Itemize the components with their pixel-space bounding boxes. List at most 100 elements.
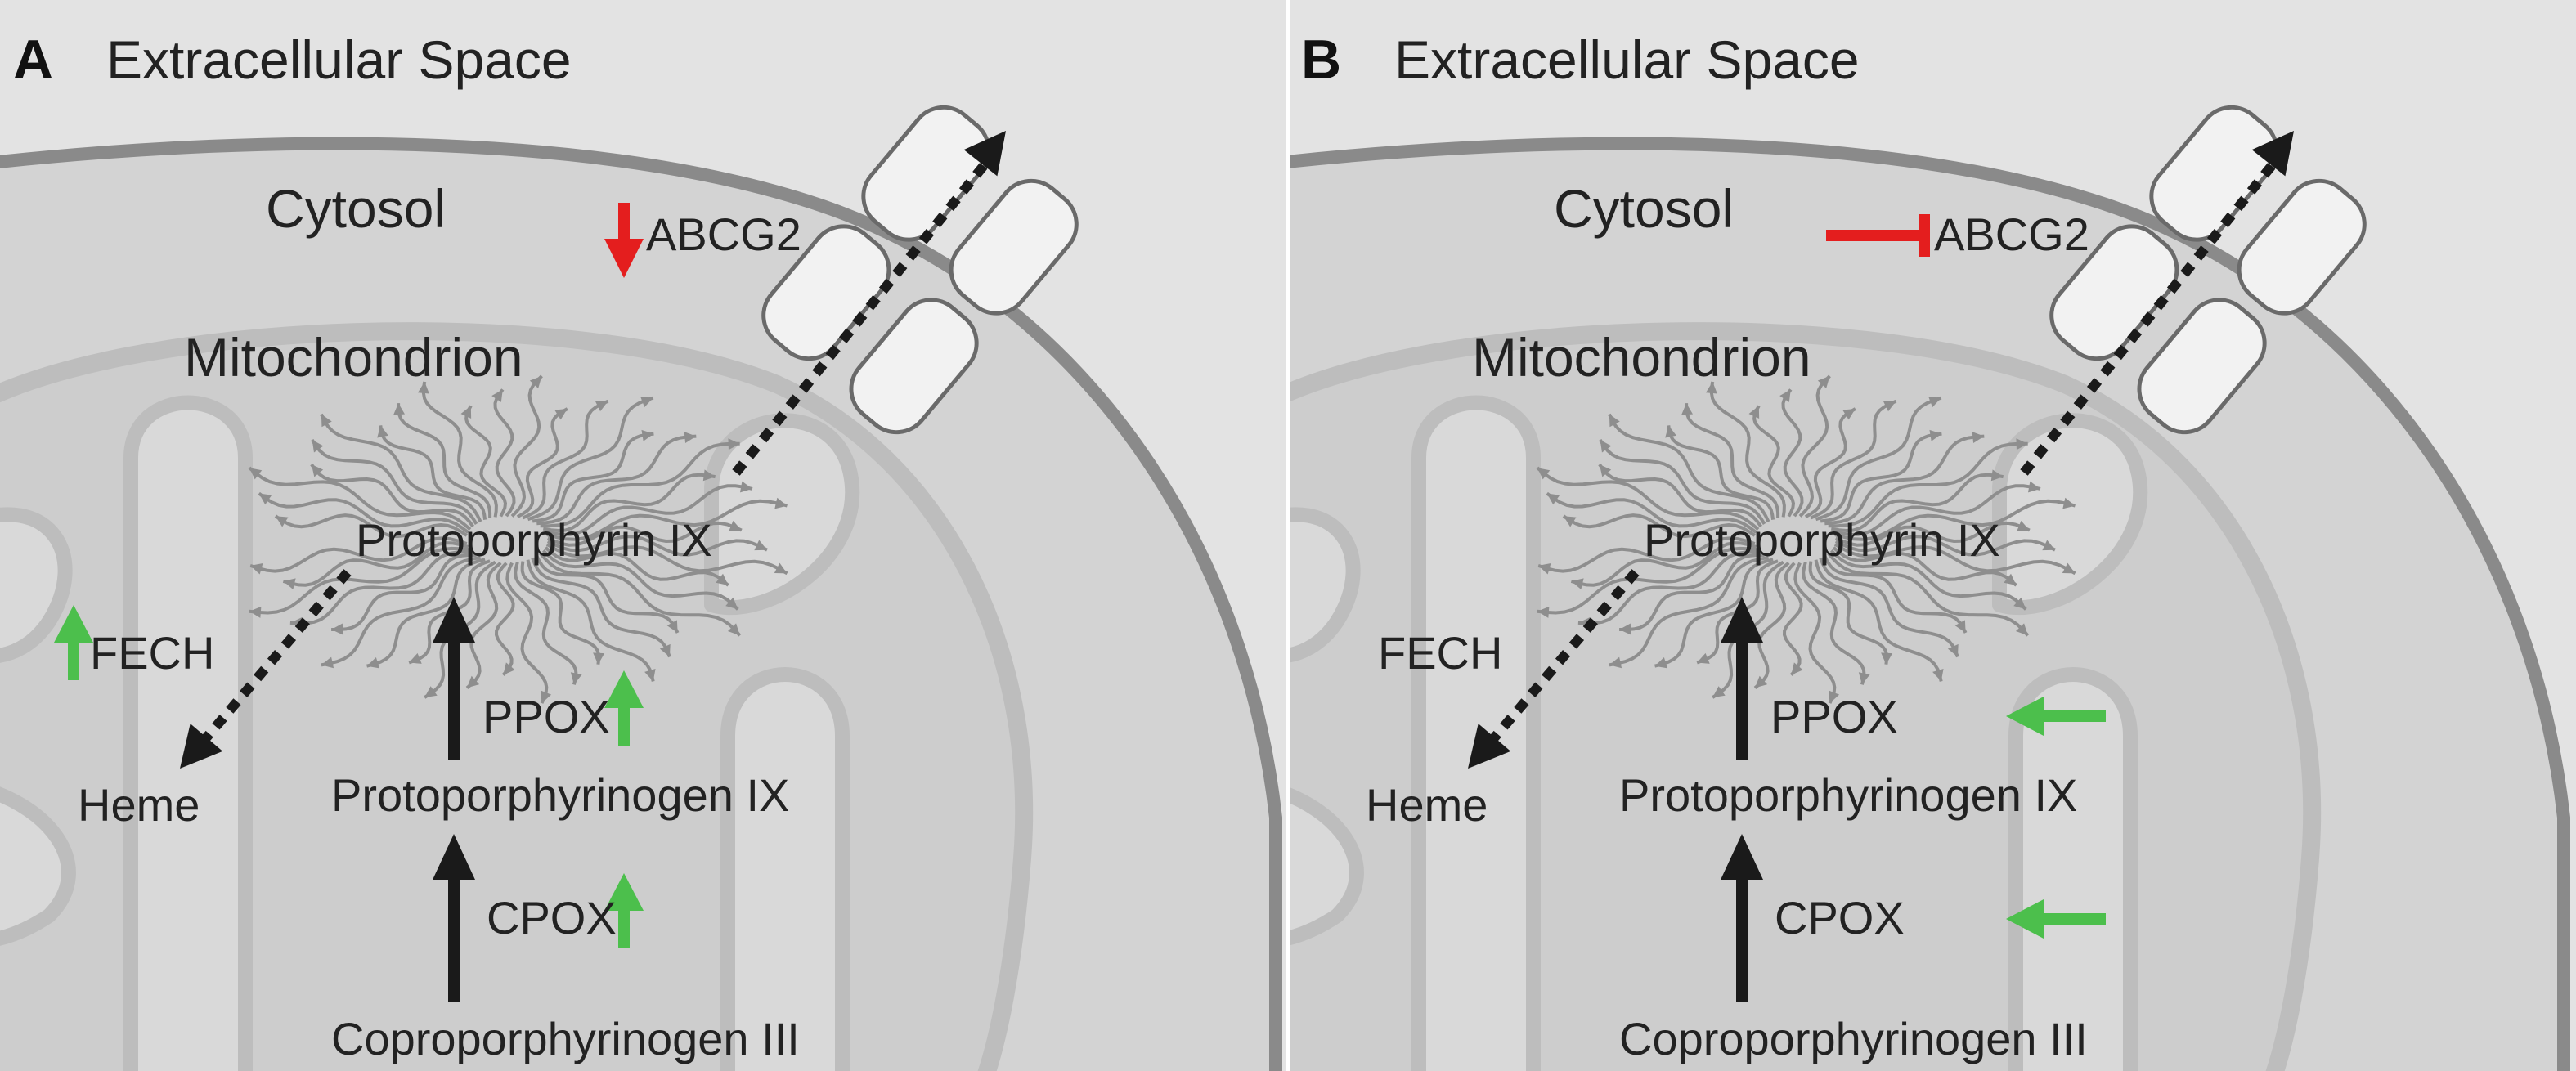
diffusion-arrowhead-39 xyxy=(1619,623,1631,635)
diffusion-arrowhead-32 xyxy=(541,690,552,704)
diffusion-squiggle-0 xyxy=(1562,513,1756,539)
diffusion-squiggle-31 xyxy=(1802,562,1866,685)
diffusion-squiggle-8 xyxy=(421,381,498,518)
squiggle-layer xyxy=(1536,374,2076,704)
cpox-label: CPOX xyxy=(1775,892,1905,943)
diffusion-arrowhead-25 xyxy=(2013,597,2026,610)
diffusion-squiggle-8 xyxy=(1709,381,1786,518)
heme-dotted-arrow xyxy=(1488,569,1640,743)
diffusion-squiggle-37 xyxy=(366,558,486,668)
diffusion-arrowhead-22 xyxy=(2042,540,2055,551)
diffusion-arrowhead-16 xyxy=(1972,432,1985,443)
export-dotted-arrow xyxy=(732,160,990,476)
diffusion-arrowhead-10 xyxy=(491,389,503,402)
cell-layer xyxy=(0,137,1282,1071)
diffusion-arrowhead-6 xyxy=(1665,425,1676,438)
diffusion-squiggle-11 xyxy=(1798,374,1831,518)
diffusion-squiggle-31 xyxy=(514,562,578,685)
heme-label: Heme xyxy=(1366,779,1488,831)
ppox-label: PPOX xyxy=(482,691,610,742)
cpox-pathway-arrowhead xyxy=(433,834,475,880)
panel-a-diagram: A Extracellular Space Cytosol ABCG2 Mito… xyxy=(0,29,1282,1071)
diffusion-arrowhead-6 xyxy=(377,425,388,438)
protoporphyrin-ix-label: Protoporphyrin IX xyxy=(356,514,712,566)
diffusion-arrowhead-13 xyxy=(1883,401,1896,412)
diffusion-squiggle-9 xyxy=(1752,405,1796,518)
diffusion-squiggle-34 xyxy=(1753,561,1790,689)
diffusion-arrowhead-10 xyxy=(1779,389,1791,402)
panel-a: A Extracellular Space Cytosol ABCG2 Mito… xyxy=(0,29,1282,1071)
diffusion-arrowhead-16 xyxy=(684,432,697,443)
ppox-pathway-arrowhead xyxy=(1721,597,1763,643)
diffusion-arrowhead-11 xyxy=(529,375,542,388)
diffusion-arrowhead-2 xyxy=(1537,468,1551,480)
diffusion-squiggle-6 xyxy=(1667,425,1775,520)
diffusion-arrowhead-38 xyxy=(321,656,334,669)
squiggle-layer xyxy=(248,374,788,704)
diffusion-squiggle-16 xyxy=(1824,434,1985,526)
diffusion-squiggle-25 xyxy=(541,549,739,611)
diffusion-arrowhead-22 xyxy=(754,540,767,551)
diffusion-arrowhead-15 xyxy=(1929,429,1942,441)
panel-letter: B xyxy=(1301,29,1341,91)
panel-b: B Extracellular Space Cytosol ABCG2 Mito… xyxy=(1288,0,2576,1071)
diffusion-squiggle-37 xyxy=(1654,558,1774,668)
diffusion-squiggle-25 xyxy=(1829,549,2027,611)
diffusion-arrowhead-24 xyxy=(2004,573,2017,585)
diffusion-squiggle-24 xyxy=(1832,546,2017,587)
diffusion-squiggle-27 xyxy=(1823,554,1968,634)
diffusion-squiggle-13 xyxy=(1810,399,1897,520)
diffusion-squiggle-33 xyxy=(1782,562,1803,676)
diffusion-arrowhead-36 xyxy=(1697,652,1710,664)
diffusion-squiggle-7 xyxy=(397,403,492,518)
diffusion-squiggle-21 xyxy=(547,521,743,547)
diffusion-arrowhead-9 xyxy=(460,406,472,419)
protoporphyrinogen-ix-label: Protoporphyrinogen IX xyxy=(1619,769,2077,821)
diffusion-arrowhead-0 xyxy=(1563,516,1577,527)
diffusion-squiggle-26 xyxy=(1827,552,2030,637)
diffusion-arrowhead-14 xyxy=(1928,397,1941,408)
regulation-layer xyxy=(54,203,644,948)
diffusion-arrowhead-8 xyxy=(1705,381,1717,394)
panel-letter: A xyxy=(13,29,53,91)
diffusion-squiggle-5 xyxy=(320,413,482,522)
diffusion-squiggle-2 xyxy=(248,466,472,531)
diffusion-squiggle-17 xyxy=(540,441,740,528)
diffusion-squiggle-34 xyxy=(465,561,502,689)
diffusion-arrowhead-43 xyxy=(1538,563,1551,575)
diffusion-squiggle-40 xyxy=(1577,550,1761,625)
diffusion-arrowhead-42 xyxy=(283,578,296,589)
diffusion-arrowhead-26 xyxy=(727,623,740,636)
diffusion-arrowhead-12 xyxy=(1842,409,1856,420)
diffusion-arrowhead-3 xyxy=(1599,464,1612,477)
diffusion-arrowhead-27 xyxy=(1954,620,1966,633)
diffusion-squiggle-17 xyxy=(1828,441,2028,528)
diffusion-arrowhead-26 xyxy=(2015,623,2028,636)
diffusion-squiggle-23 xyxy=(545,543,788,576)
diffusion-squiggle-4 xyxy=(310,438,478,525)
diffusion-squiggle-6 xyxy=(379,425,487,520)
diffusion-arrowhead-5 xyxy=(1609,414,1620,428)
diffusion-squiggle-16 xyxy=(536,434,697,526)
diffusion-arrowhead-12 xyxy=(554,409,568,420)
diffusion-arrowhead-4 xyxy=(1600,440,1612,453)
transporter-subunit-3 xyxy=(2137,298,2267,435)
diffusion-squiggle-42 xyxy=(282,541,469,587)
diffusion-arrowhead-7 xyxy=(393,403,406,415)
diffusion-arrowhead-9 xyxy=(1748,406,1760,419)
diffusion-squiggle-18 xyxy=(1830,473,2004,533)
diffusion-arrowhead-32 xyxy=(1829,690,1840,704)
diffusion-squiggle-43 xyxy=(1537,536,1756,573)
diffusion-squiggle-28 xyxy=(531,557,671,658)
diffusion-arrowhead-5 xyxy=(321,414,332,428)
diffusion-squiggle-10 xyxy=(1781,388,1804,518)
diffusion-squiggle-43 xyxy=(249,536,468,573)
extracellular-label: Extracellular Space xyxy=(1394,29,1860,90)
diffusion-squiggle-20 xyxy=(1834,499,2076,541)
diffusion-squiggle-12 xyxy=(1804,407,1856,518)
diffusion-squiggle-30 xyxy=(520,561,601,665)
ppox-label: PPOX xyxy=(1770,691,1898,742)
diffusion-squiggle-14 xyxy=(527,396,654,522)
diffusion-squiggle-40 xyxy=(289,550,473,625)
diffusion-squiggle-10 xyxy=(493,388,516,518)
